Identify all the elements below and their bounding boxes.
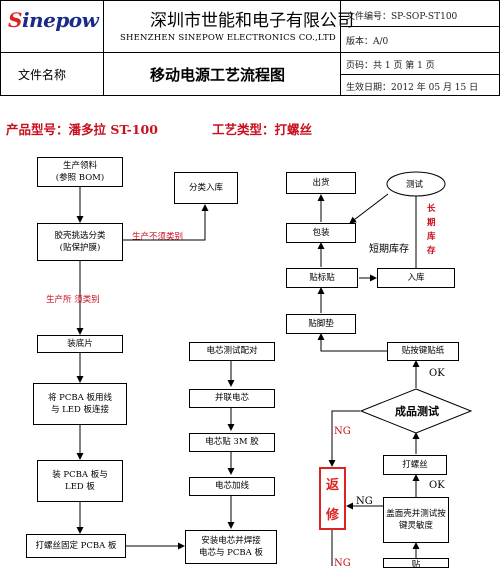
step-parallel-cells: 并联电芯 <box>189 389 275 408</box>
effective-date: 生效日期：2012 年 05 月 15 日 <box>346 83 479 93</box>
step-key-paper: 贴按键贴纸 <box>387 342 459 361</box>
step-bottom-partial: 贴 <box>383 558 449 568</box>
step-test: 测试 <box>406 180 424 190</box>
step-label-stick: 贴标贴 <box>286 268 358 288</box>
company-name-cn: 深圳市世能和电子有限公司 <box>150 11 354 31</box>
step-shell-sort: 胶壳挑选分类(贴保护膜) <box>37 223 123 261</box>
product-model: 产品型号：潘多拉 ST-100 <box>6 122 158 137</box>
step-cell-tape: 电芯贴 3M 胶 <box>189 433 275 452</box>
label-no-classify: 生产不须类别 <box>132 232 184 242</box>
label-ok-2: OK <box>429 480 445 491</box>
doc-title: 移动电源工艺流程图 <box>150 66 286 84</box>
label-ng-2: NG <box>356 496 373 507</box>
step-cell-pairing: 电芯测试配对 <box>189 342 275 361</box>
company-logo: Sinepow <box>8 8 99 32</box>
step-connect-led: 将 PCBA 板用线与 LED 板连接 <box>33 383 127 425</box>
doc-number: 文件编号：SP-SOP-ST100 <box>346 12 458 22</box>
label-ng-3: NG <box>334 558 351 569</box>
page-info: 页码：共 1 页 第 1 页 <box>346 61 435 71</box>
product-test-diamond <box>359 388 473 434</box>
step-screw-pcba: 打螺丝固定 PCBA 板 <box>26 534 126 558</box>
step-ship: 出货 <box>286 172 356 194</box>
step-warehouse-in: 入库 <box>377 268 455 288</box>
arrow-test-to-pack <box>349 193 389 224</box>
company-name-en: SHENZHEN SINEPOW ELECTRONICS CO.,LTD <box>120 33 336 43</box>
label-ng-1: NG <box>334 426 351 437</box>
label-production-classify: 生产所 须类别 <box>46 295 100 305</box>
step-bottom-plate: 装底片 <box>37 335 123 353</box>
test-oval <box>386 171 446 197</box>
document-header: Sinepow 深圳市世能和电子有限公司 SHENZHEN SINEPOW EL… <box>0 0 500 96</box>
step-cover-test: 盖面壳并测试按键灵敏度 <box>383 497 449 543</box>
step-screw-final: 打螺丝 <box>383 455 447 475</box>
step-product-test: 成品测试 <box>395 405 439 418</box>
arrow-ng-test-to-rework <box>328 410 360 467</box>
label-long-storage: 长期库存 <box>427 204 436 256</box>
step-foot-pad: 贴脚垫 <box>286 314 356 334</box>
arrow-keypaper-to-foot <box>317 333 387 352</box>
label-short-storage: 短期库存 <box>369 244 409 255</box>
arrow-sort-to-classify <box>123 204 209 241</box>
step-cell-wire: 电芯加线 <box>189 477 275 496</box>
label-ok-1: OK <box>429 368 445 379</box>
doc-name-label: 文件名称 <box>18 68 67 82</box>
step-solder-cells: 安装电芯并焊接电芯与 PCBA 板 <box>185 530 277 564</box>
step-pack: 包装 <box>286 223 356 243</box>
doc-version: 版本：A/0 <box>346 37 389 47</box>
step-material-issue: 生产领料(参照 BOM) <box>37 157 123 187</box>
step-rework: 返修 <box>319 467 346 530</box>
process-type: 工艺类型：打螺丝 <box>212 122 313 137</box>
step-classify-warehouse: 分类入库 <box>174 172 238 204</box>
